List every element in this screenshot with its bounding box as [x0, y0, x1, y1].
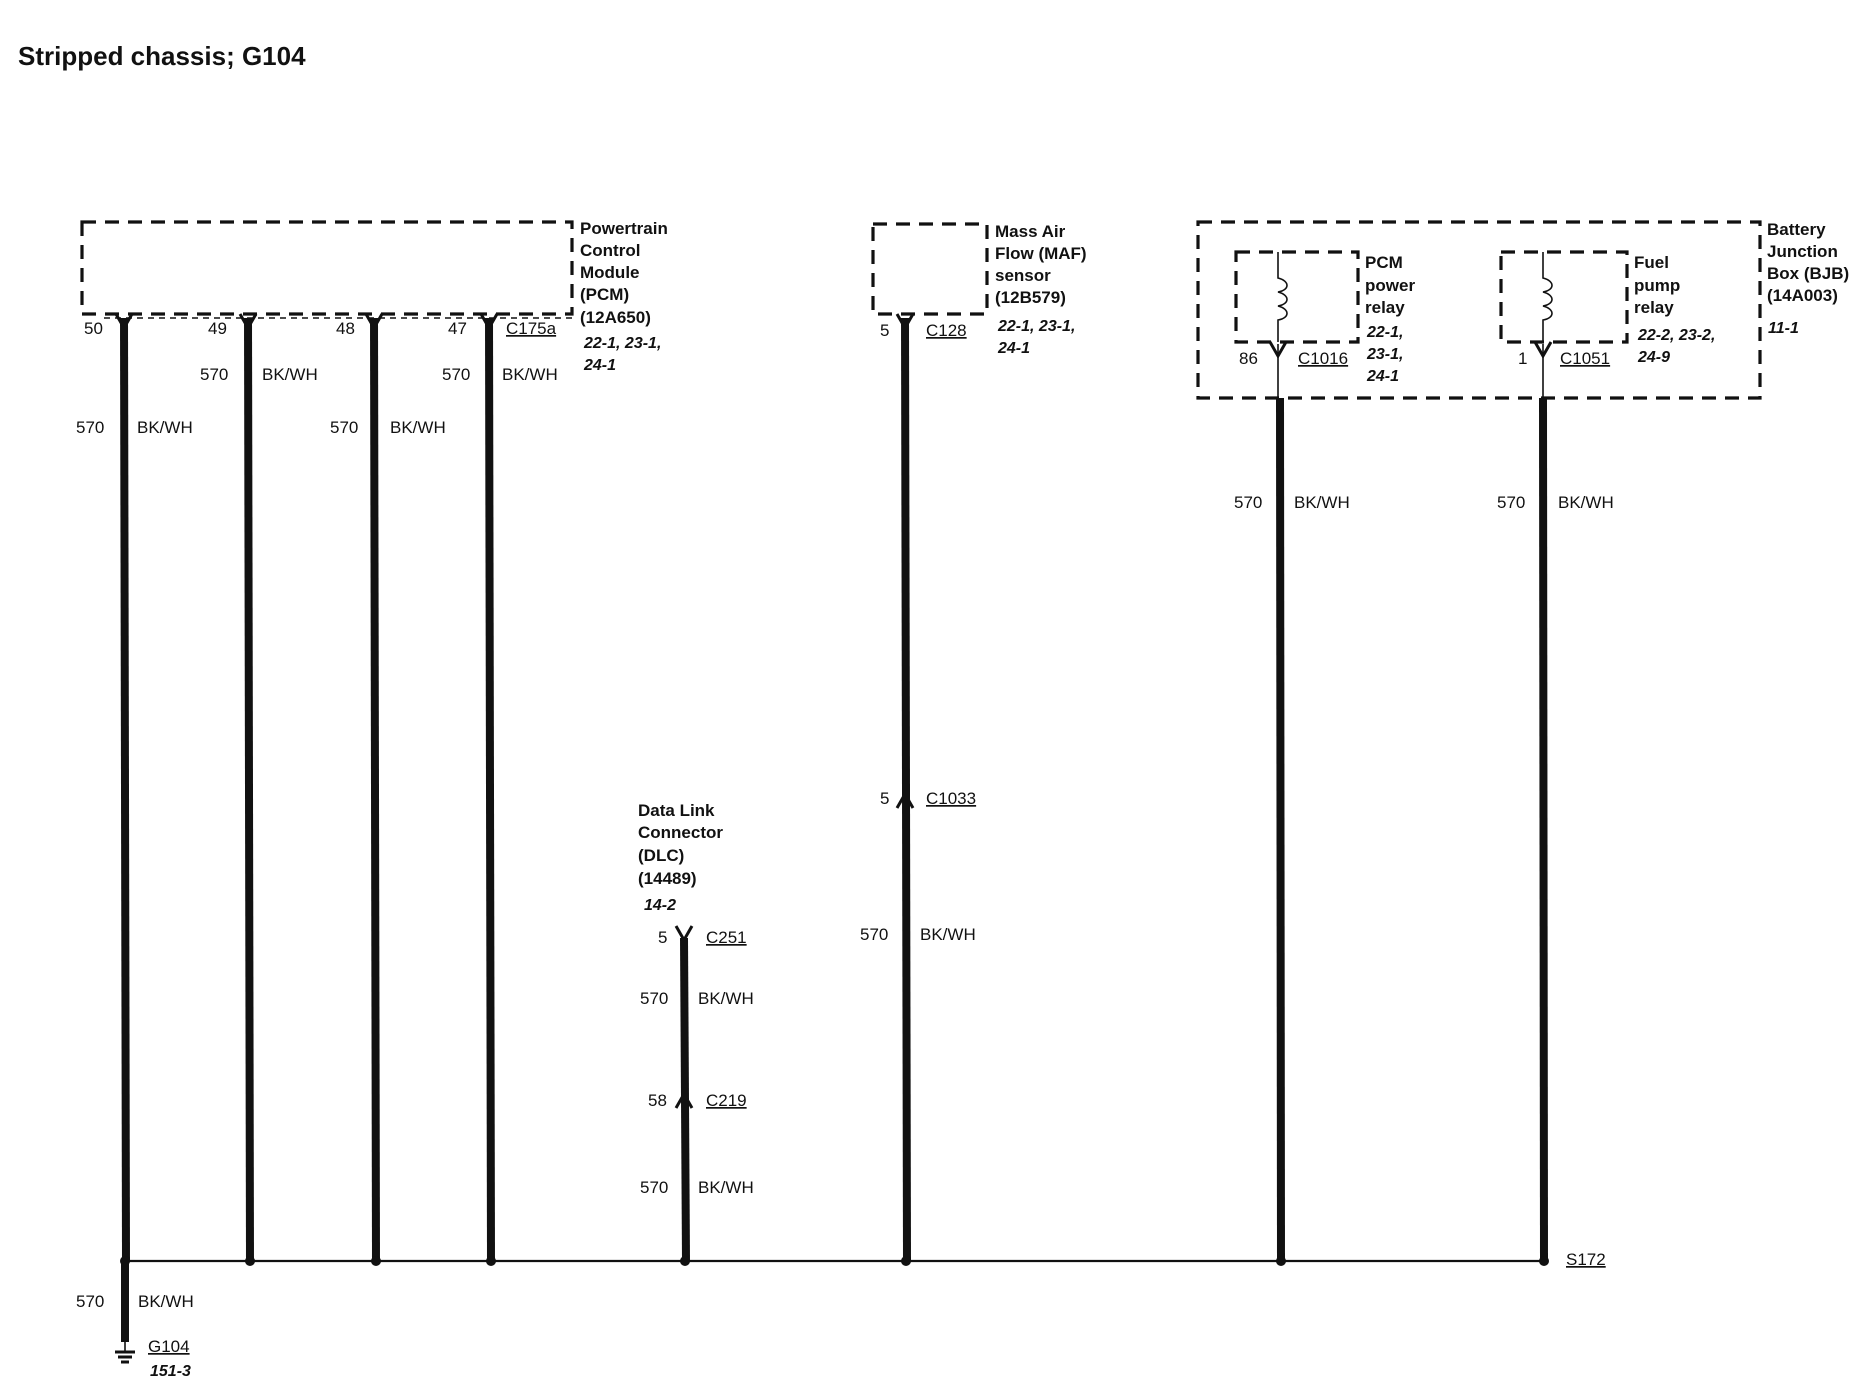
wire-label-color: BK/WH	[262, 365, 318, 384]
dlc-pin: 5	[658, 928, 667, 947]
wire-label-color: BK/WH	[1294, 493, 1350, 512]
wire-label-circuit: 570	[442, 365, 470, 384]
dlc-connector-symbol	[674, 925, 694, 944]
wire-pcm-pin-50[interactable]	[120, 317, 130, 1263]
fuel-relay-box	[1499, 250, 1629, 344]
wire-label-color: BK/WH	[698, 1178, 754, 1197]
pcm-relay-page-ref: 22-1, 23-1, 24-1	[1366, 324, 1408, 385]
wire-maf[interactable]	[901, 317, 911, 1263]
dlc-component[interactable]: Data Link Connector (DLC) (14489) 14-2 5…	[638, 801, 747, 947]
bjb-page-ref: 11-1	[1768, 320, 1799, 337]
wire-dlc[interactable]	[680, 937, 690, 1263]
maf-sensor-component[interactable]: Mass Air Flow (MAF) sensor (12B579) 22-1…	[871, 222, 1091, 357]
bjb-label: Battery Junction Box (BJB) (14A003)	[1767, 220, 1854, 305]
fuel-relay-pin: 1	[1518, 349, 1527, 368]
wire-label-circuit: 570	[640, 989, 668, 1008]
maf-connector-label: C128	[926, 321, 967, 340]
pcm-relay-connector-label: C1016	[1298, 349, 1348, 368]
maf-label: Mass Air Flow (MAF) sensor (12B579)	[995, 222, 1091, 307]
wire-label-color: BK/WH	[1558, 493, 1614, 512]
wire-label-circuit: 570	[860, 925, 888, 944]
c1033-connector-label: C1033	[926, 789, 976, 808]
maf-pin: 5	[880, 321, 889, 340]
fuel-relay-page-ref: 22-2, 23-2, 24-9	[1637, 327, 1720, 366]
fuel-relay-connector-label: C1051	[1560, 349, 1610, 368]
pcm-power-relay[interactable]: PCM power relay 22-1, 23-1, 24-1 86 C101…	[1234, 250, 1420, 385]
ground-label: G104	[148, 1337, 190, 1356]
c1033-connector-symbol	[895, 790, 915, 809]
fuel-relay-coil-icon	[1542, 252, 1553, 342]
wire-label-color: BK/WH	[137, 418, 193, 437]
wire-label-circuit: 570	[200, 365, 228, 384]
dlc-label: Data Link Connector (DLC) (14489)	[638, 801, 728, 888]
pcm-pin-48: 48	[336, 319, 355, 338]
wire-pcm-relay[interactable]	[1276, 397, 1285, 1263]
c219-pin: 58	[648, 1091, 667, 1110]
wire-label-color: BK/WH	[390, 418, 446, 437]
bjb-box	[1196, 220, 1762, 400]
dlc-connector-label: C251	[706, 928, 747, 947]
pcm-connector-label: C175a	[506, 319, 557, 338]
pcm-pin-forks	[114, 313, 499, 332]
pcm-relay-pin: 86	[1239, 349, 1258, 368]
c219-connector-symbol	[674, 1090, 694, 1109]
wire-label-circuit: 570	[1497, 493, 1525, 512]
wire-label-color: BK/WH	[698, 989, 754, 1008]
wire-label-color: BK/WH	[920, 925, 976, 944]
ground-page-ref: 151-3	[150, 1363, 191, 1380]
wire-pcm-pin-47[interactable]	[485, 317, 495, 1263]
pcm-relay-coil-icon	[1277, 252, 1288, 342]
wire-label-color: BK/WH	[502, 365, 558, 384]
pcm-pin-49: 49	[208, 319, 227, 338]
wire-label-circuit: 570	[76, 418, 104, 437]
pcm-box	[80, 220, 574, 316]
pcm-page-ref: 22-1, 23-1, 24-1	[583, 335, 666, 374]
fuel-relay-label: Fuel pump relay	[1634, 253, 1685, 317]
page-title: Stripped chassis; G104	[18, 41, 306, 71]
c1033-pin: 5	[880, 789, 889, 808]
pcm-relay-box	[1234, 250, 1360, 344]
fuel-pump-relay[interactable]: Fuel pump relay 22-2, 23-2, 24-9 1 C1051	[1499, 250, 1720, 368]
wire-fuel-relay[interactable]	[1539, 397, 1548, 1263]
pcm-pin-47: 47	[448, 319, 467, 338]
maf-box	[871, 222, 989, 316]
splice-label: S172	[1566, 1250, 1606, 1269]
wire-label-circuit: 570	[1234, 493, 1262, 512]
wire-pcm-pin-49[interactable]	[244, 317, 254, 1263]
pcm-label: Powertrain Control Module (PCM) (12A650)	[580, 219, 673, 327]
wire-label-color: BK/WH	[138, 1292, 194, 1311]
dlc-page-ref: 14-2	[644, 897, 676, 914]
wire-label-circuit: 570	[640, 1178, 668, 1197]
wire-label-circuit: 570	[76, 1292, 104, 1311]
pcm-component[interactable]: Powertrain Control Module (PCM) (12A650)…	[80, 219, 673, 374]
bjb-component[interactable]: Battery Junction Box (BJB) (14A003) 11-1	[1196, 220, 1854, 400]
ground-icon	[115, 1342, 135, 1364]
c219-connector-label: C219	[706, 1091, 747, 1110]
maf-page-ref: 22-1, 23-1, 24-1	[997, 318, 1080, 357]
pcm-relay-label: PCM power relay	[1365, 253, 1420, 317]
wire-pcm-pin-48[interactable]	[370, 317, 380, 1263]
pcm-pin-50: 50	[84, 319, 103, 338]
wire-label-circuit: 570	[330, 418, 358, 437]
